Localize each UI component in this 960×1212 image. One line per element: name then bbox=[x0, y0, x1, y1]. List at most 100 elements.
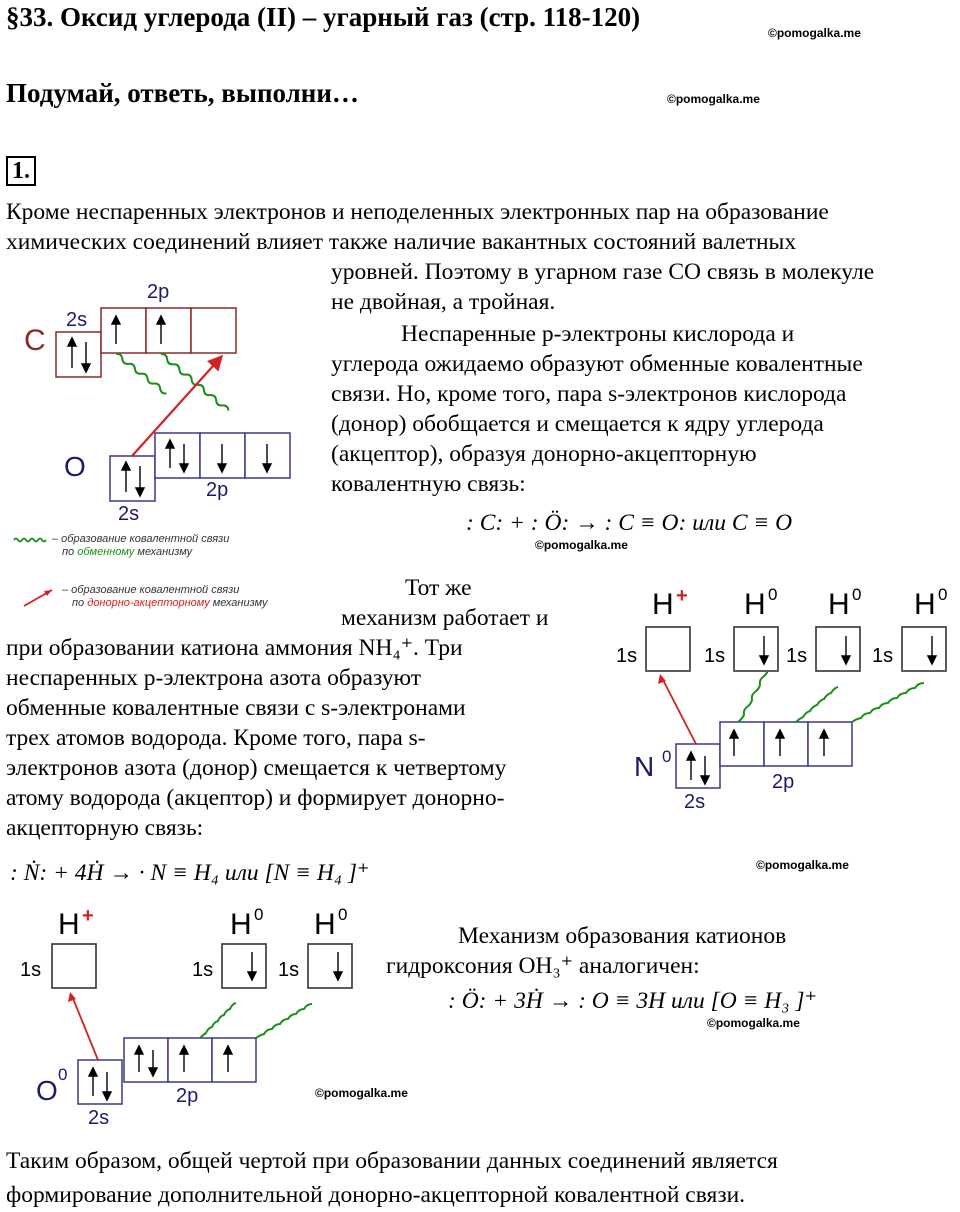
o-2s-orbital bbox=[109, 455, 156, 502]
paragraph-1-top: Кроме неспаренных электронов и неподелен… bbox=[6, 197, 956, 257]
n-2p-orbital bbox=[719, 721, 765, 767]
zero-sign: 0 bbox=[338, 905, 347, 924]
o-2p-orbital bbox=[167, 1037, 213, 1083]
1s-label: 1s bbox=[278, 959, 299, 981]
atom-c-label: C bbox=[24, 324, 46, 357]
text-line: Таким образом, общей чертой при образова… bbox=[6, 1148, 778, 1174]
o-2p-orbital bbox=[123, 1037, 169, 1083]
text-line: связи. Но, кроме того, пара s-электронов… bbox=[331, 381, 847, 407]
n-2s-orbital bbox=[675, 743, 721, 789]
h0-label: H bbox=[914, 588, 936, 621]
watermark: ©pomogalka.me bbox=[667, 92, 760, 106]
text-line: механизм работает и bbox=[341, 605, 549, 631]
zero-sign: 0 bbox=[938, 585, 947, 604]
legend-donor-acceptor: – образование ковалентной связи по донор… bbox=[62, 584, 268, 609]
2p-label: 2p bbox=[772, 771, 794, 793]
text-line: трех атомов водорода. Кроме того, пара s… bbox=[6, 725, 426, 751]
text-line: уровней. Поэтому в угарном газе CO связь… bbox=[331, 259, 875, 285]
h0-1s-orbital bbox=[901, 626, 947, 672]
text-line: акцепторную связь: bbox=[6, 815, 204, 841]
paragraph-4: Механизм образования катионов гидроксони… bbox=[386, 921, 956, 981]
2p-label: 2p bbox=[176, 1085, 198, 1107]
h0-label: H bbox=[828, 588, 850, 621]
legend-exchange: – образование ковалентной связи по обмен… bbox=[52, 533, 230, 558]
c-2p-label: 2p bbox=[147, 281, 169, 303]
c-2s-orbital bbox=[55, 331, 102, 378]
text-line: при образовании катиона аммония NH₄⁺. Тр… bbox=[6, 635, 463, 661]
watermark: ©pomogalka.me bbox=[315, 1086, 408, 1100]
1s-label: 1s bbox=[192, 959, 213, 981]
1s-label: 1s bbox=[20, 959, 41, 981]
zero-sign: 0 bbox=[662, 747, 671, 766]
formula-oh3: : Ö: + 3Ḣ → : O ≡ 3H или [O ≡ H₃ ]⁺ bbox=[448, 988, 817, 1014]
nh4-orbital-diagram: H + H 0 H 0 H 0 1s 1s 1s 1s N 0 2s 2p bbox=[616, 585, 947, 813]
co-orbital-diagram: C 2s 2p O 2s 2p bbox=[13, 281, 291, 543]
text-line: Неспаренные р-электроны кислорода и bbox=[401, 321, 795, 347]
n0-label: N bbox=[634, 751, 654, 782]
plus-sign: + bbox=[676, 585, 688, 607]
text-line: ковалентную связь: bbox=[331, 471, 526, 497]
paragraph-2: Неспаренные р-электроны кислорода и угле… bbox=[331, 319, 956, 499]
text-line: Механизм образования катионов bbox=[458, 923, 787, 949]
h0-1s-orbital bbox=[221, 943, 267, 989]
watermark: ©pomogalka.me bbox=[756, 858, 849, 872]
text-line: углерода ожидаемо образуют обменные кова… bbox=[331, 351, 863, 377]
plus-sign: + bbox=[82, 905, 94, 927]
2s-label: 2s bbox=[88, 1107, 109, 1129]
page-title: §33. Оксид углерода (II) – угарный газ (… bbox=[6, 2, 641, 32]
text-line: гидроксония OH₃⁺ аналогичен: bbox=[386, 953, 700, 979]
h0-label: H bbox=[744, 588, 766, 621]
paragraph-3-bottom: при образовании катиона аммония NH₄⁺. Тр… bbox=[6, 633, 586, 843]
h-plus-1s-orbital bbox=[645, 626, 691, 672]
watermark: ©pomogalka.me bbox=[535, 538, 628, 552]
text-line: химических соединений влияет также налич… bbox=[6, 229, 797, 255]
h-plus-1s-orbital bbox=[51, 943, 97, 989]
o-2s-label: 2s bbox=[118, 503, 139, 525]
paragraph-3-top: Тот же механизм работает и bbox=[341, 573, 586, 633]
section-subtitle: Подумай, ответь, выполни… bbox=[6, 78, 359, 108]
text-line: Кроме неспаренных электронов и неподелен… bbox=[6, 199, 829, 225]
zero-sign: 0 bbox=[852, 585, 861, 604]
paragraph-5: Таким образом, общей чертой при образова… bbox=[6, 1144, 956, 1212]
h0-1s-orbital bbox=[733, 626, 779, 672]
watermark: ©pomogalka.me bbox=[707, 1016, 800, 1030]
legend-red-arrow-icon bbox=[23, 589, 53, 607]
text-line: не двойная, а тройная. bbox=[331, 289, 556, 315]
text-line: формирование дополнительной донорно-акце… bbox=[6, 1182, 746, 1208]
formula-nh4: : Ṅ: + 4Ḣ → · N ≡ H₄ или [N ≡ H₄ ]⁺ bbox=[10, 860, 370, 886]
zero-sign: 0 bbox=[768, 585, 777, 604]
paragraph-1-bottom: уровней. Поэтому в угарном газе CO связь… bbox=[331, 257, 956, 317]
task-number: 1. bbox=[6, 156, 36, 186]
formula-co: : C: + : Ö: → : C ≡ O: или C ≡ O bbox=[466, 510, 793, 536]
n-2p-orbital bbox=[807, 721, 853, 767]
h0-label: H bbox=[230, 908, 252, 941]
o-2s-orbital bbox=[77, 1059, 123, 1105]
text-line: (акцептор), образуя донорно-акцепторную bbox=[331, 441, 757, 467]
h-plus-label: H bbox=[58, 908, 80, 941]
o-2p-orbital bbox=[211, 1037, 257, 1083]
o0-label: O bbox=[36, 1075, 58, 1106]
1s-label: 1s bbox=[786, 645, 807, 667]
n-2p-orbital bbox=[763, 721, 809, 767]
text-line: атому водорода (акцептор) и формирует до… bbox=[6, 785, 505, 811]
atom-o-label: O bbox=[64, 451, 86, 482]
text-line: Тот же bbox=[405, 575, 472, 601]
oh3-orbital-diagram: H + H 0 H 0 1s 1s 1s O 0 2s 2p bbox=[20, 905, 353, 1129]
1s-label: 1s bbox=[616, 645, 637, 667]
c-2p-orbital bbox=[190, 307, 237, 354]
o-2p-label: 2p bbox=[206, 479, 228, 501]
h-plus-label: H bbox=[652, 588, 674, 621]
text-line: электронов азота (донор) смещается к чет… bbox=[6, 755, 507, 781]
watermark: ©pomogalka.me bbox=[768, 26, 861, 40]
text-line: неспаренных р-электрона азота образуют bbox=[6, 665, 422, 691]
1s-label: 1s bbox=[704, 645, 725, 667]
text-line: обменные ковалентные связи с s-электрона… bbox=[6, 695, 466, 721]
text-line: (донор) обобщается и смещается к ядру уг… bbox=[331, 411, 824, 437]
zero-sign: 0 bbox=[254, 905, 263, 924]
h0-label: H bbox=[314, 908, 336, 941]
zero-sign: 0 bbox=[58, 1065, 67, 1084]
c-2p-orbital bbox=[100, 307, 147, 354]
1s-label: 1s bbox=[872, 645, 893, 667]
2s-label: 2s bbox=[684, 791, 705, 813]
c-2s-label: 2s bbox=[66, 309, 87, 331]
